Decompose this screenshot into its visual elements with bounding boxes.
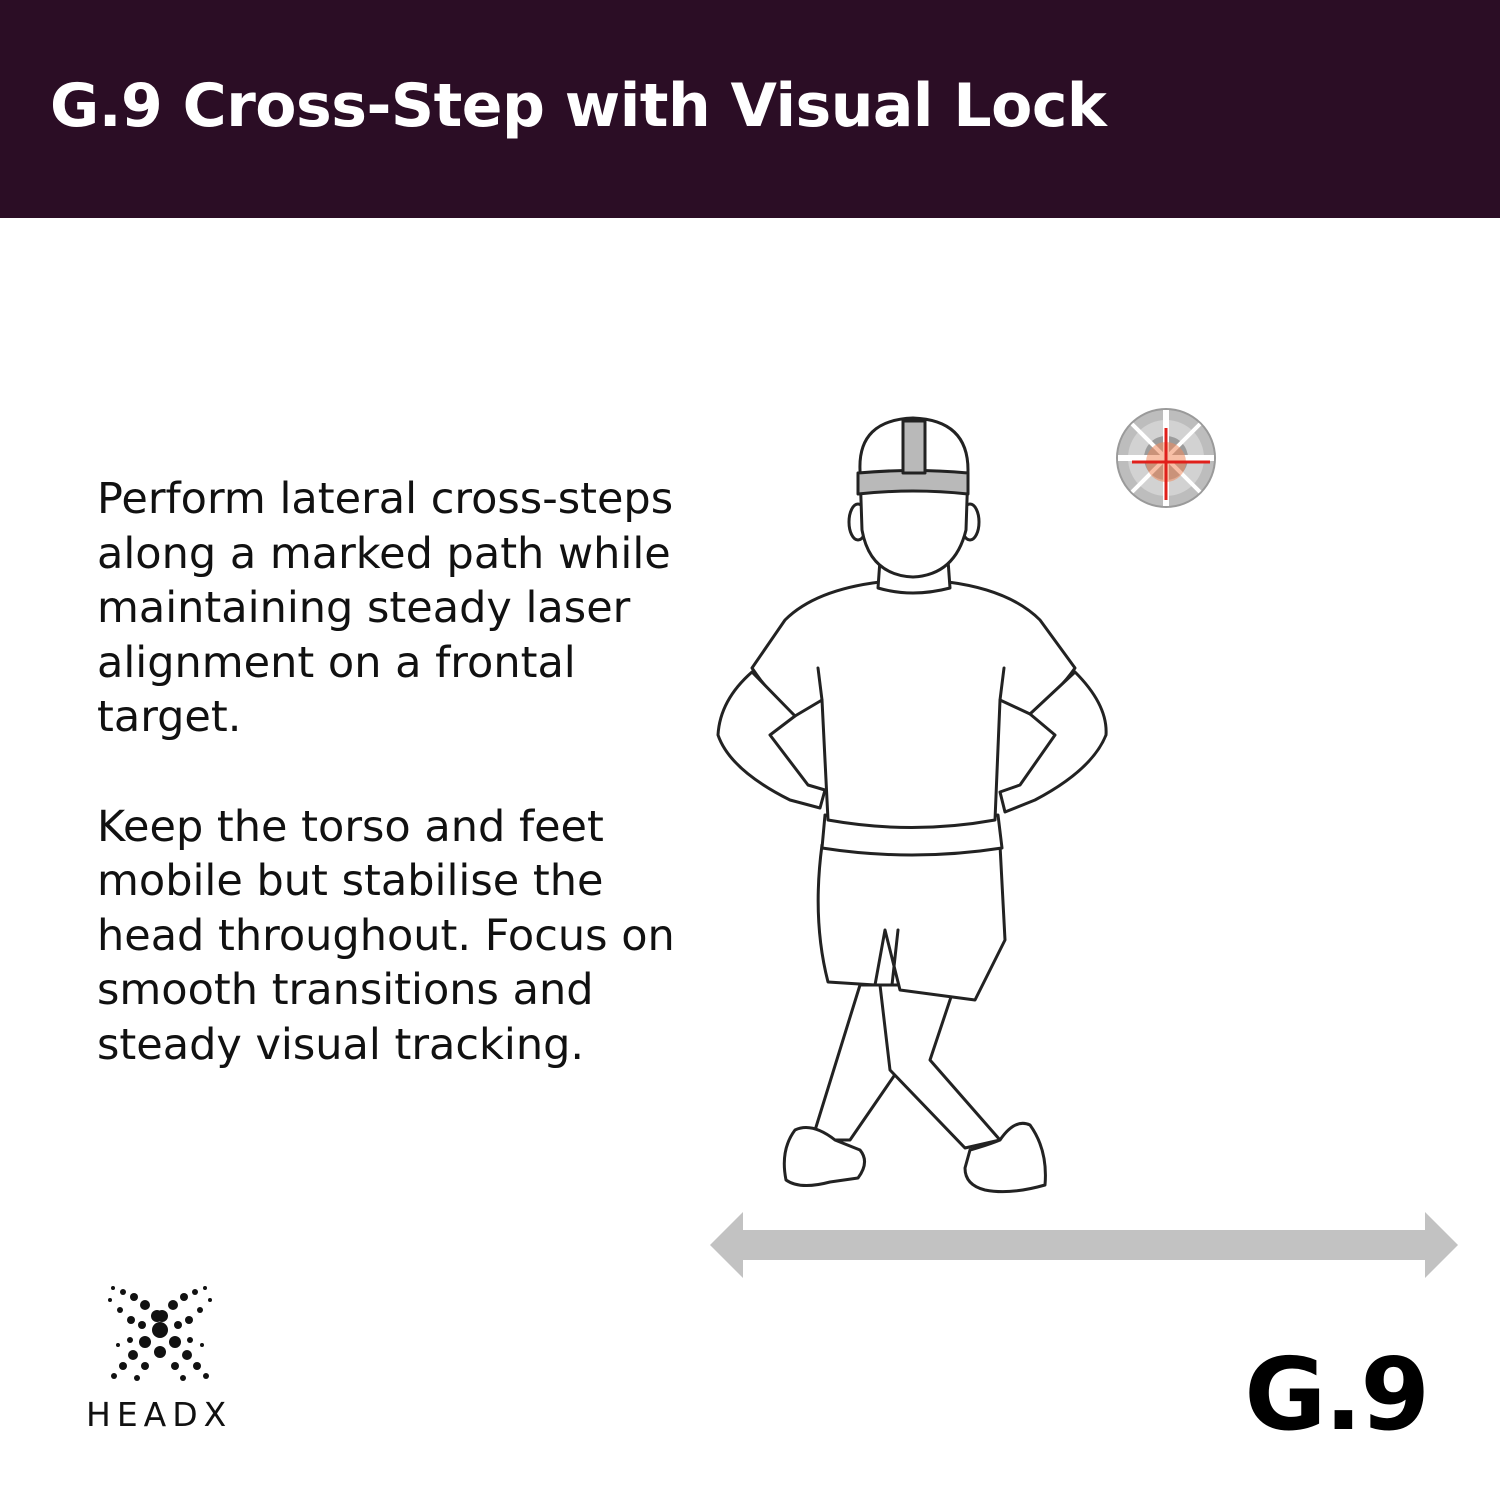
header-banner: G.9 Cross-Step with Visual Lock (0, 0, 1500, 218)
head (858, 416, 970, 579)
exercise-code: G.9 (1244, 1336, 1430, 1453)
description-paragraph-2: Keep the torso and feet mobile but stabi… (97, 801, 675, 1070)
double-arrow-icon (710, 1212, 1458, 1278)
right-shoe (963, 1121, 1047, 1194)
headband (856, 469, 970, 496)
headx-dot-x-logo-icon (108, 1286, 212, 1381)
shorts (816, 843, 1007, 1002)
left-leg (878, 983, 1002, 1150)
left-arm (716, 670, 827, 810)
page-title: G.9 Cross-Step with Visual Lock (50, 71, 1107, 141)
description-paragraph-1: Perform lateral cross-steps along a mark… (97, 474, 674, 742)
left-shoe (782, 1126, 866, 1187)
exercise-description: Perform lateral cross-steps along a mark… (97, 472, 717, 1072)
brand-name: HEADX (86, 1395, 233, 1434)
person-figure (716, 416, 1108, 1194)
laser-target-icon (1116, 408, 1216, 508)
person-cross-step-illustration (710, 408, 1458, 1278)
right-arm (998, 670, 1108, 814)
shirt (750, 580, 1077, 829)
